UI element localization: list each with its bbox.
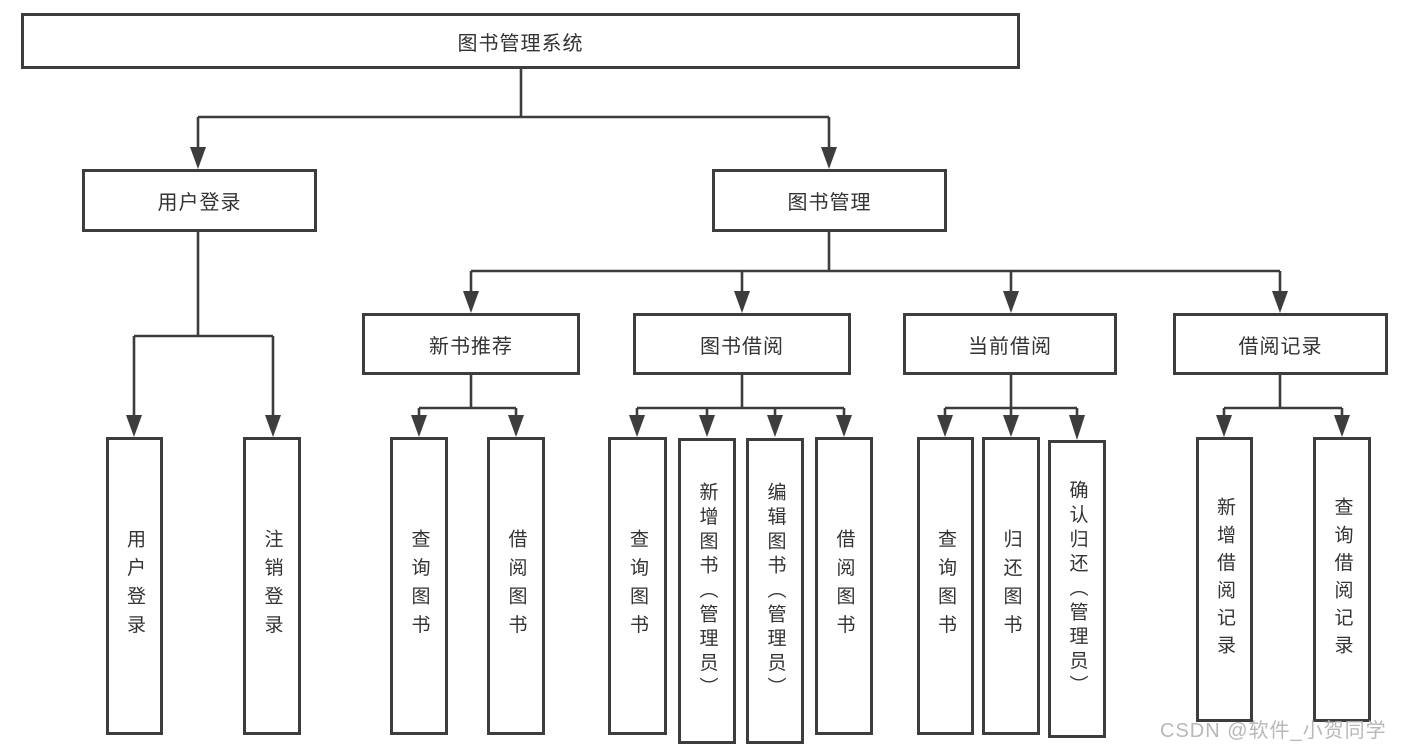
leaf-add-book-admin: 新增图书（管理员） (678, 438, 736, 744)
leaf-label: 新增借阅记录 (1214, 496, 1235, 663)
node-label: 图书借阅 (700, 335, 784, 358)
leaf-label: 查询图书 (408, 529, 430, 643)
leaf-label: 用户登录 (124, 529, 145, 643)
csdn-watermark: CSDN @软件_小贺同学 (1160, 720, 1387, 742)
leaf-borrow-book: 借阅图书 (815, 437, 873, 735)
leaf-label: 借阅图书 (833, 529, 855, 643)
leaf-logout: 注销登录 (243, 437, 301, 735)
node-label: 图书管理系统 (457, 32, 584, 55)
leaf-label: 查询图书 (935, 529, 956, 643)
node-label: 借阅记录 (1238, 335, 1323, 358)
leaf-label: 查询借阅记录 (1331, 496, 1353, 663)
leaf-label: 借阅图书 (505, 529, 527, 643)
leaf-label: 查询图书 (627, 529, 648, 643)
leaf-label: 归还图书 (1000, 529, 1022, 643)
leaf-query-borrow-record: 查询借阅记录 (1313, 437, 1371, 722)
leaf-label: 确认归还（管理员） (1066, 479, 1088, 699)
leaf-confirm-return-admin: 确认归还（管理员） (1048, 440, 1106, 738)
leaf-label: 新增图书（管理员） (696, 481, 718, 701)
leaf-label: 编辑图书（管理员） (764, 481, 786, 701)
leaf-return-book: 归还图书 (982, 437, 1040, 735)
node-label: 新书推荐 (429, 335, 513, 358)
node-label: 图书管理 (787, 192, 872, 214)
node-borrow-record: 借阅记录 (1173, 313, 1388, 375)
leaf-user-login: 用户登录 (106, 437, 163, 735)
leaf-query-book-borrow: 查询图书 (608, 437, 667, 735)
node-library-management-system: 图书管理系统 (21, 13, 1020, 69)
node-book-management: 图书管理 (712, 169, 947, 232)
node-new-book-recommend: 新书推荐 (362, 313, 580, 375)
node-label: 当前借阅 (968, 335, 1052, 358)
leaf-label: 注销登录 (261, 529, 283, 643)
leaf-edit-book-admin: 编辑图书（管理员） (746, 438, 804, 744)
node-book-borrow: 图书借阅 (633, 313, 851, 375)
node-current-borrow: 当前借阅 (903, 313, 1117, 375)
leaf-query-book-recommend: 查询图书 (390, 437, 448, 735)
leaf-add-borrow-record: 新增借阅记录 (1196, 437, 1253, 722)
leaf-query-book-current: 查询图书 (917, 437, 974, 735)
node-label: 用户登录 (157, 192, 242, 214)
node-user-login: 用户登录 (82, 169, 317, 232)
leaf-borrow-book-recommend: 借阅图书 (487, 437, 545, 735)
